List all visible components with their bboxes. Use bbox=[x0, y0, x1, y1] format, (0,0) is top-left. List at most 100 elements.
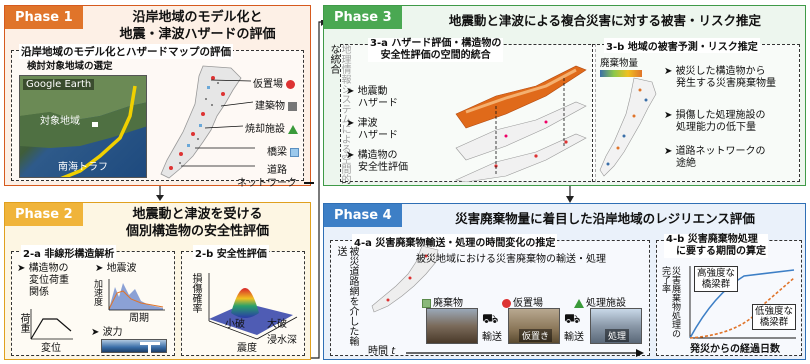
map-overlay bbox=[20, 76, 146, 177]
phase2a-item1-line3: 関係 bbox=[29, 287, 49, 298]
phase1-title-line2: 地震・津波ハザードの評価 bbox=[119, 27, 276, 42]
wave-photo bbox=[101, 339, 167, 353]
phase4b-dashed-panel bbox=[656, 240, 802, 356]
phase3-panel: Phase 3 地震動と津波による複合災害に対する被害・リスク推定 地理情報シス… bbox=[323, 5, 806, 186]
temp-storage-caption: 仮置き bbox=[519, 329, 553, 342]
phase3-tag: Phase 3 bbox=[324, 6, 402, 29]
arrow-p1-p2 bbox=[156, 186, 164, 201]
legend-building-label: 建築物 bbox=[255, 101, 285, 112]
phase2-panel: Phase 2 地震動と津波を受ける 個別構造物の安全性評価 2-a 非線形構造… bbox=[4, 202, 311, 360]
legend-incinerator: 焼却施設 bbox=[245, 120, 298, 135]
time-word: 時間 bbox=[368, 346, 388, 357]
p4-legend-waste: 廃棄物 bbox=[422, 294, 463, 309]
phase3b-item3-line1: 道路ネットワークの bbox=[675, 146, 766, 157]
phase3-title: 地震動と津波による複合災害に対する被害・リスク推定 bbox=[448, 13, 762, 28]
phase3b-item3-line2: 途絶 bbox=[676, 158, 696, 169]
phase4-coast-map bbox=[371, 245, 439, 313]
phase2a-quake: ➤ 地震波 bbox=[95, 263, 137, 274]
period-label: 周期 bbox=[129, 313, 149, 324]
phase3a-item2-line1: 津波 bbox=[357, 118, 378, 129]
phase3b-item2: ➤ 損傷した処理施設の 処理能力の低下量 bbox=[664, 110, 766, 133]
green-triangle-icon bbox=[574, 298, 584, 308]
phase2a-item1-line1: 構造物の bbox=[28, 263, 69, 274]
transport-label-2: 輸送 bbox=[564, 332, 584, 343]
phase3a-item3: ➤ 構造物の 安全性評価 bbox=[346, 150, 408, 173]
gray-square-icon bbox=[288, 101, 297, 111]
low-strength-line1: 低強度な bbox=[755, 306, 794, 317]
phase2a-wave: ➤ 波力 bbox=[91, 327, 123, 338]
phase3a-title-line1: 3-a ハザード評価・構造物の bbox=[370, 38, 502, 49]
load-label: 荷重 bbox=[18, 313, 29, 333]
phase1-map-label: 検討対象地域の選定 bbox=[27, 61, 113, 72]
legend-bridge: 橋梁 bbox=[267, 143, 299, 158]
phase3b-item3: ➤ 道路ネットワークの 途絶 bbox=[664, 146, 766, 169]
p4-legend-waste-label: 廃棄物 bbox=[433, 298, 463, 309]
low-strength-line2: 橋梁群 bbox=[759, 317, 789, 328]
phase3b-item2-line2: 処理能力の低下量 bbox=[676, 122, 756, 133]
phase3a-item1-line1: 地震動 bbox=[357, 86, 388, 97]
transport-label-1: 輸送 bbox=[482, 332, 502, 343]
trough-label: 南海トラフ bbox=[58, 162, 108, 173]
major-damage-label: 大破 bbox=[267, 319, 287, 330]
arrow-p3-p4 bbox=[566, 186, 574, 203]
p4-legend-proc: 処理施設 bbox=[574, 294, 626, 309]
phase4a-subtitle: 被災地域における災害廃棄物の輸送・処理 bbox=[416, 254, 606, 265]
spectrum-chart bbox=[108, 279, 165, 311]
phase3b-item2-line1: 損傷した処理施設の bbox=[675, 110, 766, 121]
phase4b-title: 4-b 災害廃棄物処理 に要する期間の算定 bbox=[664, 234, 768, 258]
high-strength-line2: 橋梁群 bbox=[701, 279, 731, 290]
p4-legend-temp-label: 仮置場 bbox=[513, 298, 543, 309]
time-var: t bbox=[391, 346, 396, 357]
debris-photo-2: 仮置き bbox=[508, 308, 560, 344]
phase1-title: 沿岸地域のモデル化と 地震・津波ハザードの評価 bbox=[85, 9, 310, 43]
legend-incinerator-label: 焼却施設 bbox=[245, 124, 285, 135]
green-triangle-icon bbox=[288, 124, 298, 134]
phase1-panel: Phase 1 沿岸地域のモデル化と 地震・津波ハザードの評価 沿岸地域のモデル… bbox=[4, 5, 315, 189]
red-circle-icon bbox=[502, 298, 511, 308]
phase4-title: 災害廃棄物量に着目した沿岸地域のレジリエンス評価 bbox=[455, 211, 755, 226]
google-earth-label: Google Earth bbox=[23, 79, 95, 90]
phase3a-title-line2: 安全性評価の空間的統合 bbox=[380, 50, 491, 61]
phase3a-item1: ➤ 地震動 ハザード bbox=[346, 86, 398, 109]
hazard-layers bbox=[455, 65, 587, 182]
phase1-tag: Phase 1 bbox=[5, 6, 83, 29]
depth-label: 浸水深 bbox=[267, 335, 297, 346]
phase2-tag: Phase 2 bbox=[5, 203, 83, 226]
target-area-label: 対象地域 bbox=[40, 116, 80, 127]
truck-icon-2: ⛟ bbox=[564, 312, 581, 327]
wave-force-label: 波力 bbox=[102, 327, 123, 338]
time-arrow bbox=[406, 349, 644, 357]
phase3a-item2: ➤ 津波 ハザード bbox=[346, 118, 398, 141]
coastline-model bbox=[160, 65, 242, 179]
satellite-map: Google Earth 対象地域 南海トラフ bbox=[19, 75, 147, 178]
high-strength-label: 高強度な 橋梁群 bbox=[694, 266, 739, 292]
phase3a-title: 3-a ハザード評価・構造物の 安全性評価の空間的統合 bbox=[368, 38, 504, 62]
phase2b-title: 2-b 安全性評価 bbox=[193, 245, 269, 260]
truck-icon-1: ⛟ bbox=[482, 312, 499, 327]
debris-photo-3: 処理 bbox=[590, 308, 642, 344]
debris-photo-1 bbox=[426, 308, 478, 344]
debris-scale bbox=[600, 70, 642, 77]
intensity-label: 震度 bbox=[237, 343, 257, 354]
phase4-panel: Phase 4 災害廃棄物量に着目した沿岸地域のレジリエンス評価 4-a 災害廃… bbox=[323, 203, 806, 360]
phase4-tag: Phase 4 bbox=[324, 204, 402, 227]
phase3a-item3-line2: 安全性評価 bbox=[358, 162, 408, 173]
legend-temp-site-label: 仮置場 bbox=[253, 79, 283, 90]
quake-label: 地震波 bbox=[106, 263, 137, 274]
phase1-panel-title: 沿岸地域のモデル化とハザードマップの評価 bbox=[19, 44, 233, 59]
phase2-title-line2: 個別構造物の安全性評価 bbox=[125, 224, 269, 239]
accel-label: 加速度 bbox=[92, 279, 102, 306]
disp-label: 変位 bbox=[41, 343, 61, 354]
load-disp-chart bbox=[30, 309, 73, 340]
green-square-icon bbox=[422, 298, 431, 308]
phase2a-item1: ➤ 構造物の 変位荷重 関係 bbox=[17, 263, 69, 298]
phase3b-item1-line1: 被災した構造物から bbox=[675, 66, 766, 77]
black-line-icon bbox=[304, 182, 315, 184]
p4-legend-temp: 仮置場 bbox=[502, 294, 543, 309]
fragility-surface bbox=[208, 273, 298, 340]
completion-ylabel: 災害廃棄物処理の完了率 bbox=[660, 266, 680, 338]
legend-leader-lines bbox=[181, 79, 255, 167]
legend-bridge-label: 橋梁 bbox=[267, 147, 287, 158]
phase3a-item1-line2: ハザード bbox=[358, 98, 398, 109]
debris-amount-label: 廃棄物量 bbox=[600, 58, 639, 69]
